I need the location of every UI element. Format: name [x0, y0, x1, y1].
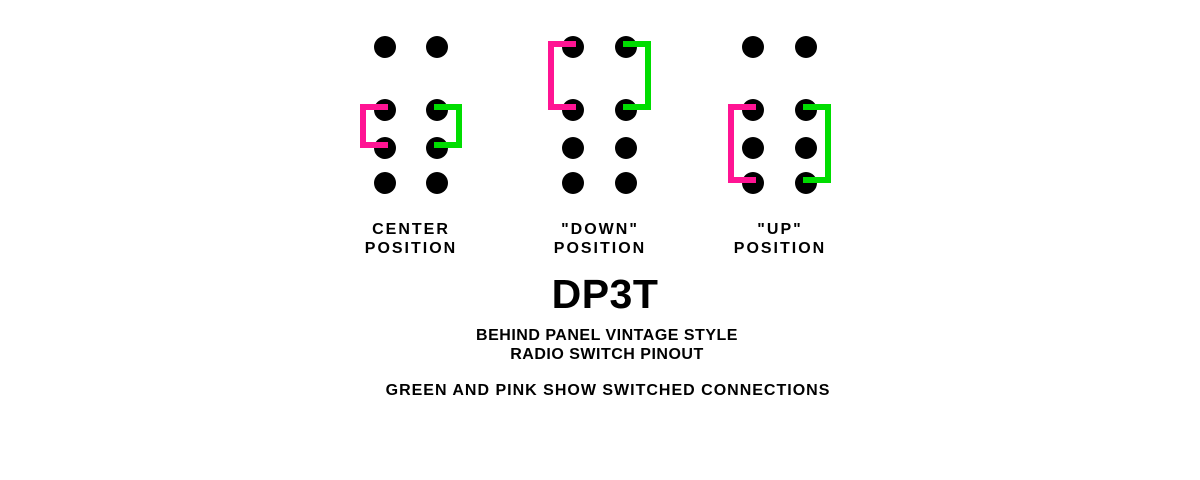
switch-pin-dot — [795, 172, 817, 194]
switch-pin-dot — [562, 172, 584, 194]
diagram-subtitle: BEHIND PANEL VINTAGE STYLE RADIO SWITCH … — [407, 326, 807, 364]
switch-pin-dot — [742, 172, 764, 194]
green-connection-bracket — [803, 104, 831, 183]
position-label-down-line2: POSITION — [553, 240, 647, 257]
switch-pin-dot — [795, 36, 817, 58]
diagram-title: DP3T — [551, 271, 659, 317]
position-label-down-line1: "DOWN" — [561, 221, 639, 238]
switch-pin-dot — [615, 99, 637, 121]
subtitle-line1: BEHIND PANEL VINTAGE STYLE — [476, 327, 738, 344]
switch-pin-dot — [562, 137, 584, 159]
pink-connection-bracket — [728, 104, 756, 183]
position-label-down: "DOWN" POSITION — [515, 220, 685, 258]
subtitle-line2: RADIO SWITCH PINOUT — [510, 346, 704, 363]
position-label-center: CENTER POSITION — [326, 220, 496, 258]
pink-connection-bracket — [360, 104, 388, 148]
switch-pin-dot — [615, 172, 637, 194]
switch-pin-dot — [374, 137, 396, 159]
switch-pin-dot — [615, 36, 637, 58]
switch-pin-dot — [374, 99, 396, 121]
switch-pin-dot — [426, 99, 448, 121]
switch-pin-dot — [795, 99, 817, 121]
position-label-center-line2: POSITION — [364, 240, 458, 257]
switch-pin-dot — [562, 99, 584, 121]
pink-connection-bracket — [548, 41, 576, 110]
switch-pin-dot — [426, 172, 448, 194]
switch-pin-dot — [562, 36, 584, 58]
position-label-up-line2: POSITION — [733, 240, 827, 257]
position-label-up-line1: "UP" — [757, 221, 803, 238]
position-label-up: "UP" POSITION — [695, 220, 865, 258]
switch-pin-dot — [426, 36, 448, 58]
green-connection-bracket — [434, 104, 462, 148]
switch-pin-dot — [742, 36, 764, 58]
switch-pin-dot — [374, 36, 396, 58]
switch-pin-dot — [742, 99, 764, 121]
position-label-center-line1: CENTER — [372, 221, 450, 238]
legend-note: GREEN AND PINK SHOW SWITCHED CONNECTIONS — [385, 382, 831, 399]
switch-pin-dot — [374, 172, 396, 194]
switch-pin-dot — [742, 137, 764, 159]
switch-pin-dot — [795, 137, 817, 159]
switch-pin-dot — [426, 137, 448, 159]
green-connection-bracket — [623, 41, 651, 110]
switch-pin-dot — [615, 137, 637, 159]
